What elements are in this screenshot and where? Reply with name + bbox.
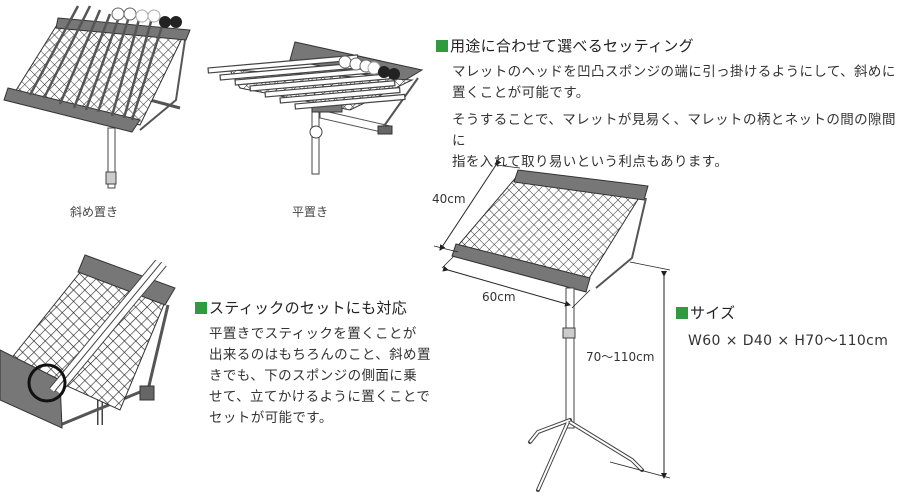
section-setting: 用途に合わせて選べるセッティング マレットのヘッドを凹凸スポンジの端に引っ掛ける…	[436, 35, 896, 173]
width-dimension-label: 60cm	[482, 290, 516, 304]
flat-tray-drawing	[207, 41, 424, 175]
height-dimension-label: 70〜110cm	[586, 350, 655, 364]
green-square-icon	[676, 306, 688, 319]
heading-setting-text: 用途に合わせて選べるセッティング	[450, 37, 694, 55]
illustration-tilted: 斜め置き	[0, 0, 200, 230]
illustration-stand-dimensions: 40cm 60cm 70〜110cm	[420, 159, 680, 500]
tilted-tray-drawing	[3, 5, 191, 189]
caption-tilted: 斜め置き	[70, 205, 119, 219]
section-stick: スティックのセットにも対応 平置きでスティックを置くことが 出来るのはもちろんの…	[195, 297, 455, 429]
stand-dimension-drawing	[433, 159, 671, 492]
setting-paragraph-1: マレットのヘッドを凹凸スポンジの端に引っ掛けるようにして、斜めに 置くことが可能…	[452, 64, 896, 101]
heading-size: サイズ	[676, 302, 900, 323]
caption-flat: 平置き	[292, 205, 329, 219]
heading-size-text: サイズ	[690, 304, 736, 322]
green-square-icon	[195, 301, 207, 314]
stick-paragraph: 平置きでスティックを置くことが 出来るのはもちろんのこと、斜め置 きでも、下のス…	[209, 326, 431, 426]
heading-setting: 用途に合わせて選べるセッティング	[436, 35, 896, 56]
depth-dimension-label: 40cm	[432, 192, 466, 206]
size-value: W60 × D40 × H70〜110cm	[688, 333, 889, 349]
illustration-flat: 平置き	[200, 30, 430, 230]
illustration-stick-closeup	[0, 250, 200, 450]
setting-paragraph-2: そうすることで、マレットが見易く、マレットの柄とネットの間の隙間に 指を入れて取…	[452, 112, 896, 170]
section-size: サイズ W60 × D40 × H70〜110cm	[676, 302, 900, 352]
heading-stick-text: スティックのセットにも対応	[209, 299, 408, 317]
heading-stick: スティックのセットにも対応	[195, 297, 455, 318]
green-square-icon	[436, 39, 448, 52]
stick-closeup-drawing	[0, 254, 176, 429]
